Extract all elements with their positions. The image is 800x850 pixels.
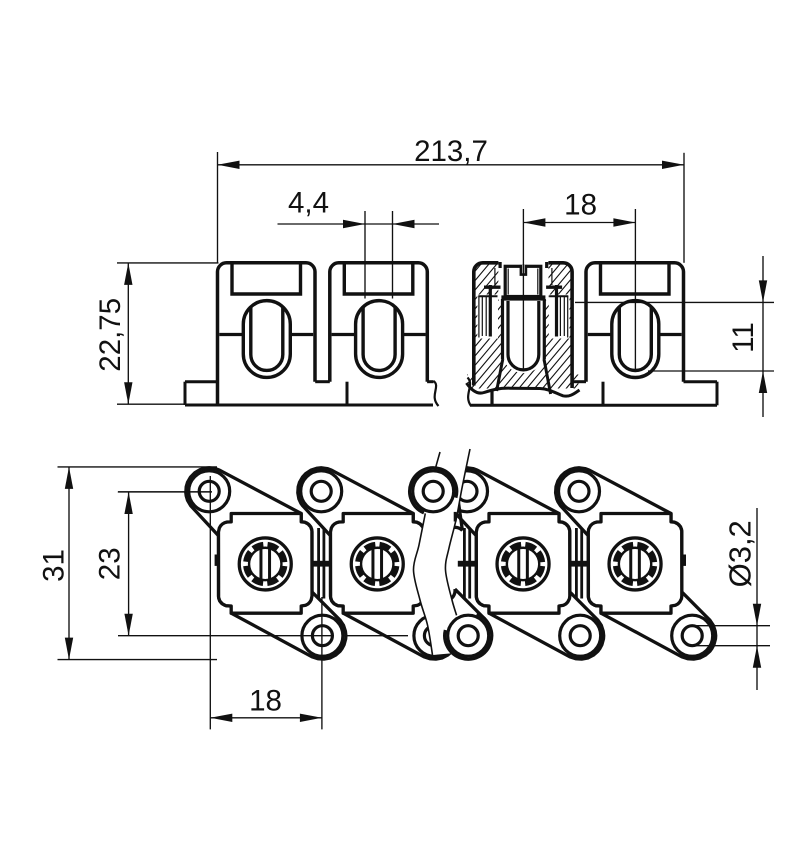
svg-text:23: 23 [94, 547, 127, 580]
svg-text:22,75: 22,75 [94, 298, 127, 372]
svg-text:4,4: 4,4 [288, 187, 329, 220]
svg-text:31: 31 [38, 549, 71, 582]
svg-text:18: 18 [564, 188, 597, 221]
svg-text:11: 11 [727, 322, 760, 353]
svg-text:18: 18 [249, 684, 282, 717]
svg-text:213,7: 213,7 [414, 135, 488, 168]
svg-text:Ø3,2: Ø3,2 [723, 520, 758, 587]
